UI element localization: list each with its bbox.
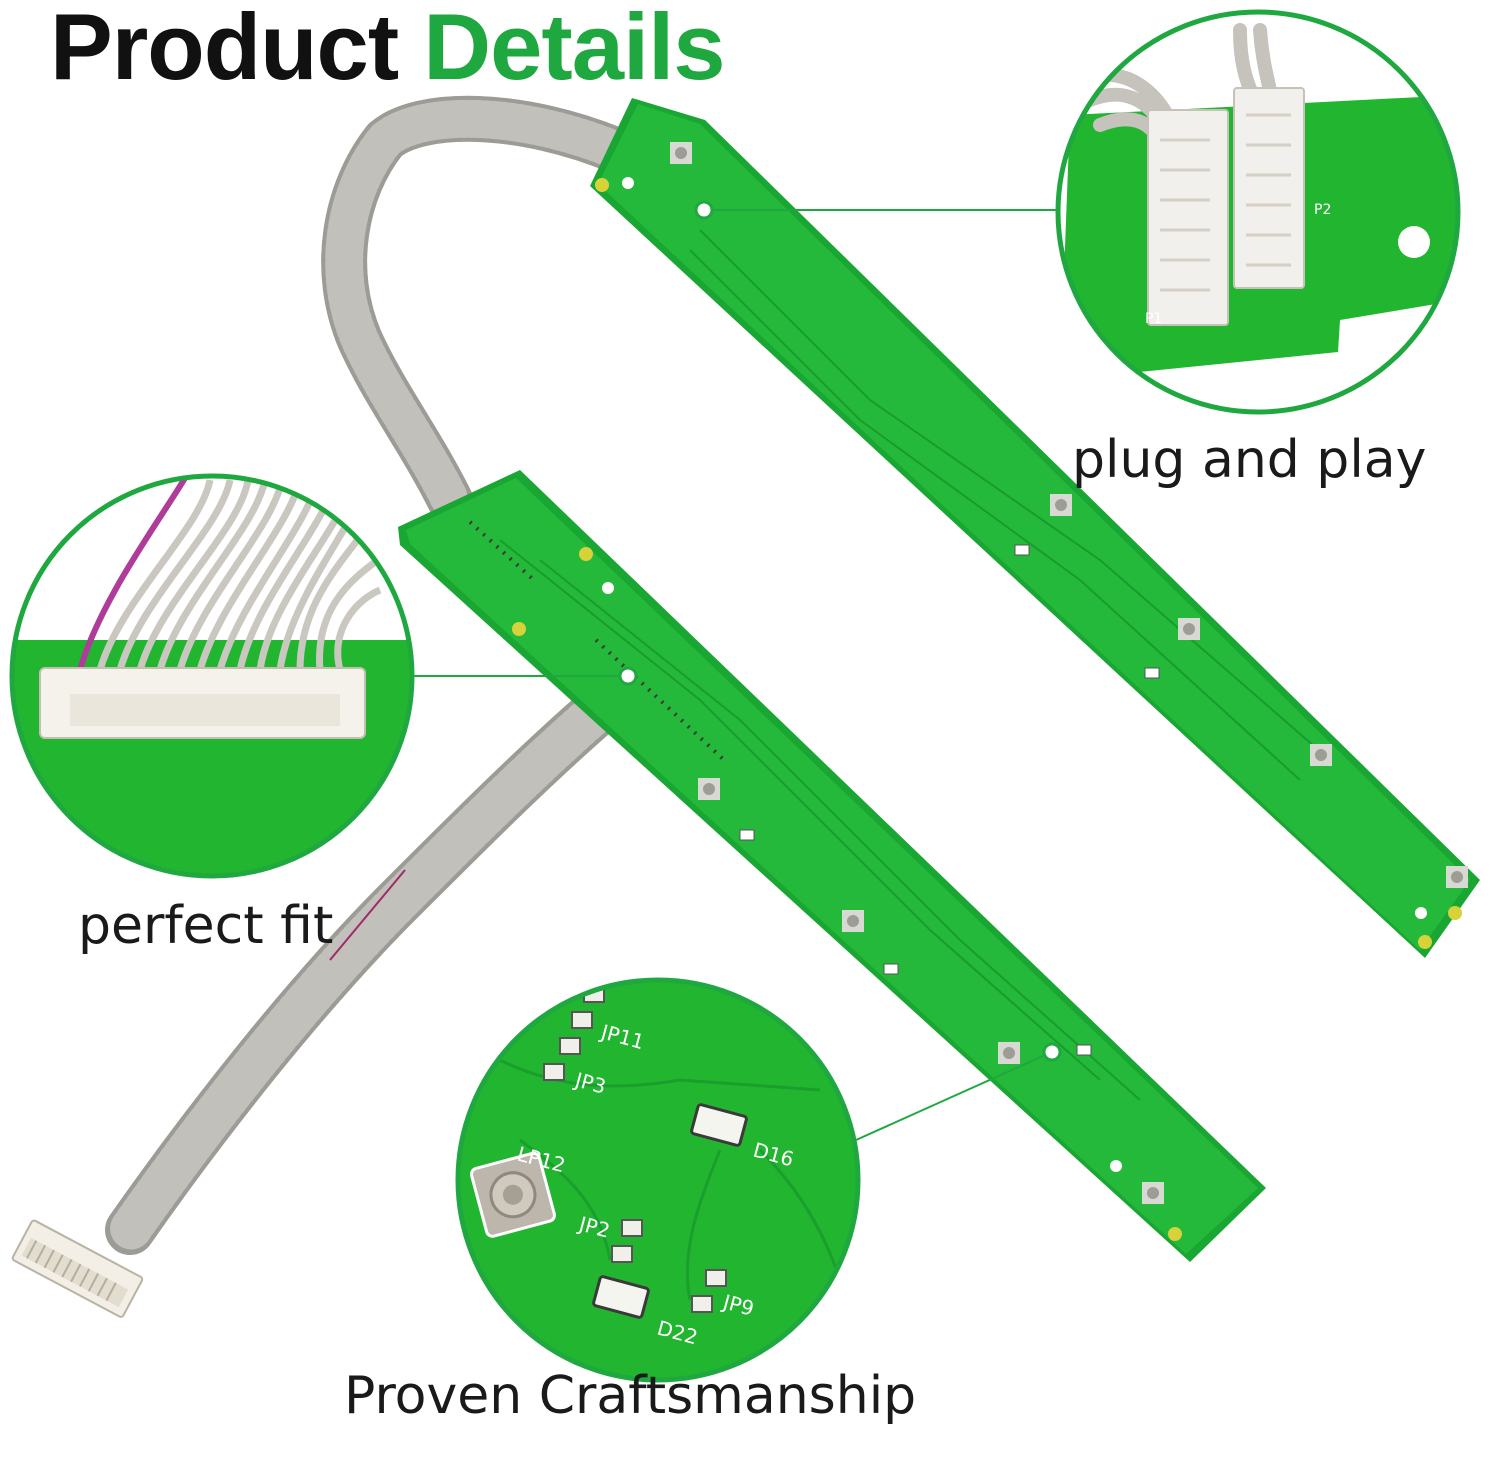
page-title: Product Details: [50, 0, 726, 94]
lower-pcb-board: [398, 470, 1266, 1262]
title-word-product: Product: [50, 0, 399, 99]
upper-pcb-board: [590, 98, 1480, 958]
label-p2: P2: [1314, 202, 1331, 218]
caption-proven-craftsmanship: Proven Craftsmanship: [344, 1366, 917, 1426]
end-connector: [11, 1219, 144, 1318]
label-p1: P1: [1145, 311, 1162, 327]
magnifier-harness: [9, 473, 415, 879]
title-word-details: Details: [423, 0, 725, 99]
magnifier-components: JP11 JP3 LP12 D16 JP2 D22 JP9: [455, 977, 861, 1383]
caption-plug-and-play: plug and play: [1072, 430, 1427, 490]
caption-perfect-fit: perfect fit: [78, 896, 334, 956]
magnifier-connectors: P1 P2: [1055, 9, 1461, 415]
callout-leaders: [412, 200, 1062, 1141]
ribbon-cable: [105, 95, 643, 1255]
